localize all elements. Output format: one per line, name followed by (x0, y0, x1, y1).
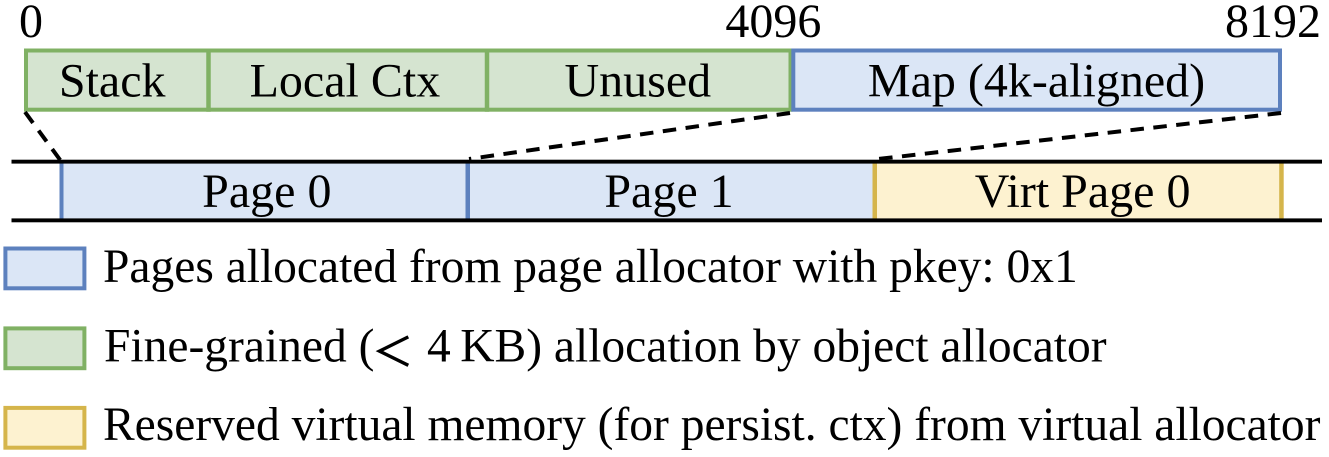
svg-text:Map (4k-aligned): Map (4k-aligned) (868, 55, 1205, 108)
svg-text:Virt Page 0: Virt Page 0 (975, 165, 1191, 218)
svg-text:Fine-grained (: Fine-grained ( (104, 320, 374, 372)
svg-text:Unused: Unused (564, 55, 711, 108)
svg-text:Reserved virtual memory (for p: Reserved virtual memory (for persist. ct… (103, 399, 1321, 451)
svg-text:8192: 8192 (1225, 0, 1321, 48)
svg-text:Pages allocated from page allo: Pages allocated from page allocator with… (103, 241, 1078, 293)
svg-text:Local Ctx: Local Ctx (250, 55, 441, 108)
svg-text:0: 0 (19, 0, 43, 48)
svg-text:Page 0: Page 0 (202, 165, 331, 218)
svg-text:Page 1: Page 1 (604, 165, 733, 218)
svg-text:4 KB) allocation by object all: 4 KB) allocation by object allocator (427, 320, 1107, 372)
svg-text:Stack: Stack (59, 55, 166, 108)
svg-text:4096: 4096 (725, 0, 821, 48)
